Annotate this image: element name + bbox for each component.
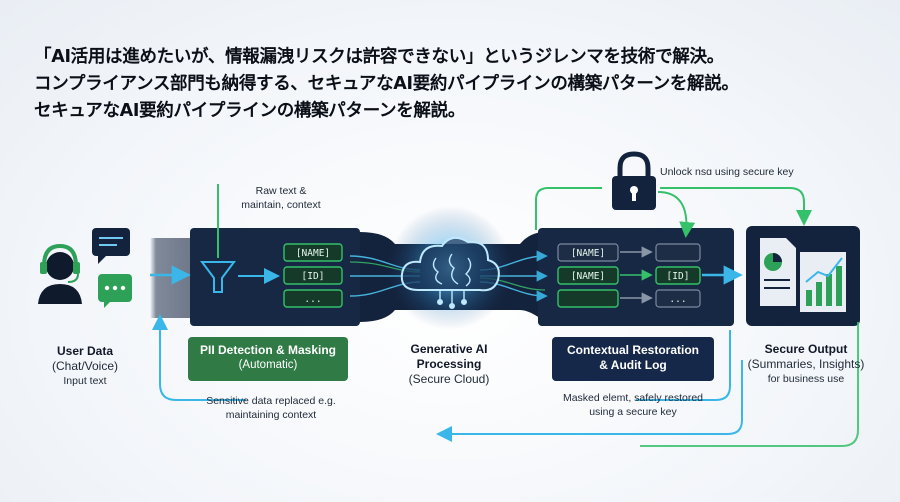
headset-user-icon	[38, 243, 82, 304]
user-data-sub: (Chat/Voice)	[51, 359, 119, 373]
tag-left-2: ...	[304, 294, 321, 305]
output-small: for business use	[767, 373, 845, 385]
ai-title-1: Generative AI	[410, 342, 488, 356]
raw-text-line1: Raw text &	[255, 185, 307, 197]
tag-right-a-0: [NAME]	[571, 248, 605, 259]
input-glow-band	[150, 238, 190, 318]
headline-line-1: 「AI活用は進めたいが、情報漏洩リスクは許容できない」というジレンマを技術で解決…	[34, 47, 724, 67]
key-loop-left	[535, 187, 602, 230]
user-data-label: User Data (Chat/Voice) Input text	[30, 344, 140, 388]
tag-left-0: [NAME]	[296, 248, 330, 259]
restore-desc-1: Masked elemt, safely restored	[562, 392, 704, 404]
tag-right-b-1: [ID]	[667, 271, 690, 282]
output-title: Secure Output	[764, 342, 848, 356]
restore-badge: Contextual Restoration & Audit Log	[552, 337, 714, 381]
feedback-left	[152, 314, 246, 401]
raw-text-note: Raw text & maintain, context	[226, 184, 336, 212]
output-sub: (Summaries, Insights)	[747, 357, 865, 371]
ai-label: Generative AI Processing (Secure Cloud)	[384, 342, 514, 387]
unlock-note: Unlock nsɑ using secure key	[660, 166, 794, 178]
mask-tags-right-a: [NAME] [NAME]	[557, 243, 619, 308]
padlock-icon	[612, 151, 656, 210]
headline: 「AI活用は進めたいが、情報漏洩リスクは許容できない」というジレンマを技術で解決…	[34, 44, 739, 125]
unlock-arrow	[657, 191, 696, 238]
tag-left-1: [ID]	[302, 271, 325, 282]
chat-bubble-icon	[92, 228, 132, 308]
headline-line-2: コンプライアンス部門も納得する、セキュアなAI要約パイプラインの構築パターンを解…	[34, 74, 739, 94]
feedback-right	[636, 330, 731, 401]
feedback-green	[640, 322, 859, 447]
mask-tags-left: [NAME] [ID] ...	[283, 243, 343, 308]
feedback-bottom	[436, 360, 743, 442]
report-chart-icon	[746, 226, 860, 326]
raw-text-line2: maintain, context	[241, 199, 321, 211]
tag-right-b-2: ...	[669, 294, 686, 305]
pii-badge: PII Detection & Masking (Automatic)	[188, 337, 348, 381]
pii-desc-1: Sensitive data replaced e.g.	[206, 395, 336, 407]
output-label: Secure Output (Summaries, Insights) for …	[736, 342, 876, 386]
pii-desc: Sensitive data replaced e.g. maintaining…	[186, 394, 356, 422]
restore-desc-2: using a secure key	[589, 406, 677, 418]
ai-sub: (Secure Cloud)	[408, 372, 490, 386]
user-data-title: User Data	[56, 344, 114, 358]
restore-title-2: & Audit Log	[599, 358, 667, 372]
restore-desc: Masked elemt, safely restored using a se…	[548, 391, 718, 419]
pii-sub: (Automatic)	[238, 359, 298, 371]
funnel-icon	[200, 261, 236, 293]
headline-line-3: セキュアなAI要約パイプラインの構築パターンを解説。	[34, 101, 466, 121]
brain-cloud-icon	[400, 236, 500, 309]
ai-title-2: Processing	[416, 357, 482, 371]
user-data-small: Input text	[63, 375, 107, 387]
mask-tags-right-b: [ID] ...	[655, 243, 701, 308]
tag-right-a-1: [NAME]	[571, 271, 605, 282]
pii-desc-2: maintaining context	[225, 409, 317, 421]
key-loop-right	[660, 187, 812, 226]
restore-title-1: Contextual Restoration	[566, 343, 699, 357]
pii-title: PII Detection & Masking	[199, 343, 337, 357]
